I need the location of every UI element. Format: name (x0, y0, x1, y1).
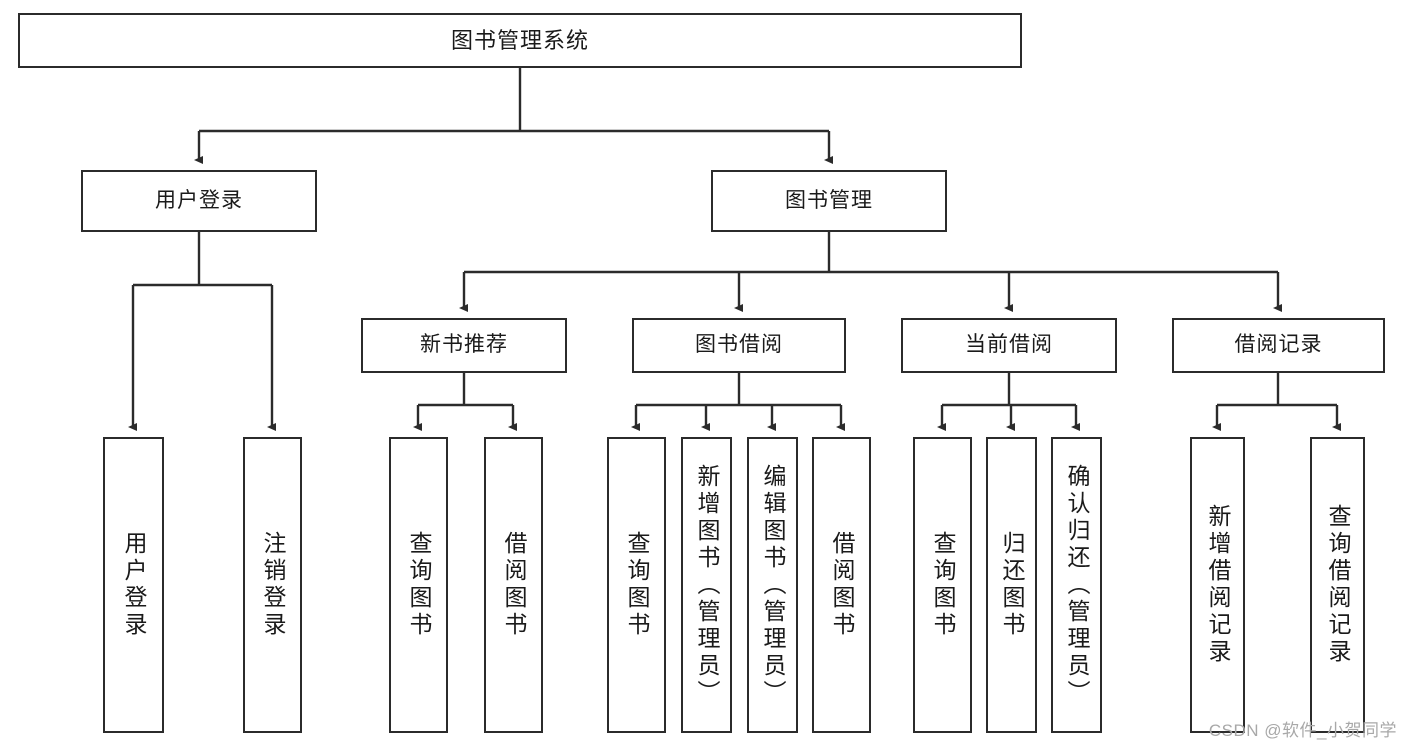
leaf-query-book-current[interactable]: 查询图书 (913, 437, 972, 733)
leaf-user-login[interactable]: 用户登录 (103, 437, 164, 733)
node-label: 查询借阅记录 (1325, 504, 1351, 666)
node-label: 图书管理 (785, 188, 873, 212)
node-label: 编辑图书（管理员） (760, 463, 786, 707)
leaf-return-book[interactable]: 归还图书 (986, 437, 1037, 733)
node-book-management[interactable]: 图书管理 (711, 170, 947, 232)
leaf-add-borrow-record[interactable]: 新增借阅记录 (1190, 437, 1245, 733)
leaf-query-borrow-record[interactable]: 查询借阅记录 (1310, 437, 1365, 733)
leaf-borrow-book-recommend[interactable]: 借阅图书 (484, 437, 543, 733)
node-label: 新增借阅记录 (1205, 504, 1231, 666)
leaf-edit-book-admin[interactable]: 编辑图书（管理员） (747, 437, 798, 733)
csdn-watermark: CSDN @软件_小贺同学 (1208, 721, 1397, 740)
node-label: 新书推荐 (420, 333, 508, 357)
node-label: 借阅图书 (829, 531, 855, 639)
leaf-query-book-borrow[interactable]: 查询图书 (607, 437, 666, 733)
node-root-system[interactable]: 图书管理系统 (18, 13, 1022, 68)
leaf-confirm-return-admin[interactable]: 确认归还（管理员） (1051, 437, 1102, 733)
node-label: 新增图书（管理员） (694, 463, 720, 707)
node-label: 借阅图书 (501, 531, 527, 639)
node-book-borrow[interactable]: 图书借阅 (632, 318, 846, 373)
node-label: 归还图书 (999, 531, 1025, 639)
leaf-query-book-recommend[interactable]: 查询图书 (389, 437, 448, 733)
node-user-login[interactable]: 用户登录 (81, 170, 317, 232)
leaf-logout[interactable]: 注销登录 (243, 437, 302, 733)
leaf-borrow-book[interactable]: 借阅图书 (812, 437, 871, 733)
node-label: 注销登录 (260, 531, 286, 639)
node-label: 查询图书 (930, 531, 956, 639)
node-borrow-records[interactable]: 借阅记录 (1172, 318, 1385, 373)
node-label: 图书管理系统 (450, 27, 589, 53)
node-label: 当前借阅 (965, 333, 1053, 357)
node-new-book-recommendation[interactable]: 新书推荐 (361, 318, 567, 373)
leaf-add-book-admin[interactable]: 新增图书（管理员） (681, 437, 732, 733)
node-label: 借阅记录 (1234, 333, 1323, 357)
node-current-borrow[interactable]: 当前借阅 (901, 318, 1117, 373)
node-label: 图书借阅 (695, 333, 783, 357)
node-label: 确认归还（管理员） (1064, 463, 1090, 707)
node-label: 用户登录 (121, 531, 147, 639)
node-label: 查询图书 (406, 531, 432, 639)
node-label: 查询图书 (624, 531, 650, 639)
node-label: 用户登录 (155, 188, 243, 212)
